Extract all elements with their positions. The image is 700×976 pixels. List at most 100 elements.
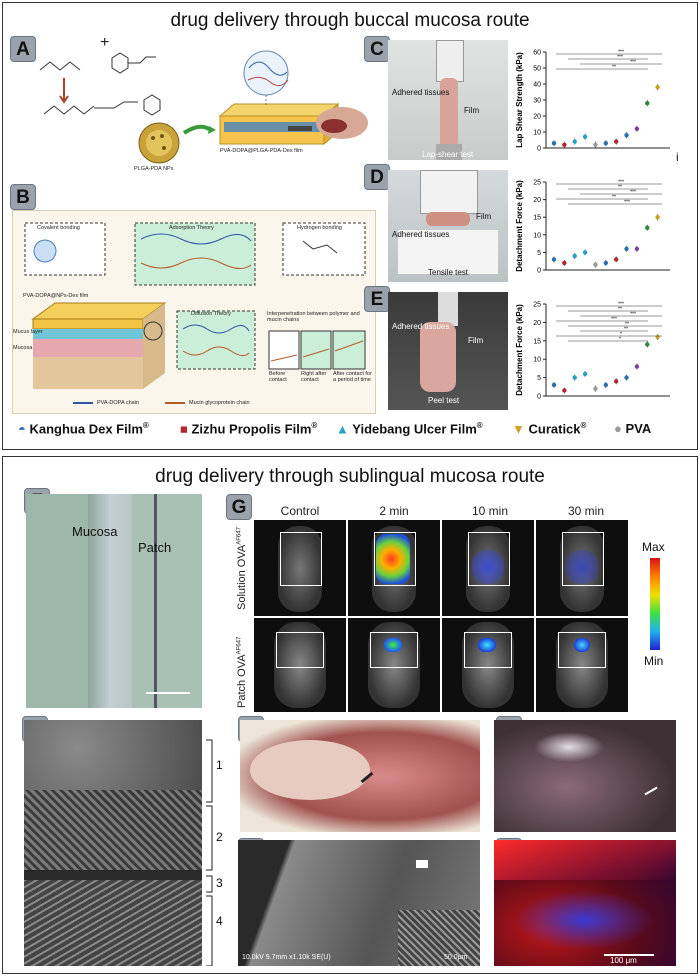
y-tick-label: 5 (537, 375, 541, 382)
bottom-title: drug delivery through sublingual mucosa … (155, 466, 545, 487)
y-tick-label: 50 (533, 66, 541, 73)
significance-label: *** (617, 55, 623, 61)
significance-label: * (620, 332, 622, 338)
significance-label: ** (612, 65, 616, 71)
data-point (613, 379, 619, 384)
legend-curatick: ▼ Curatick® (512, 421, 587, 437)
data-point (551, 141, 557, 146)
y-tick-label: 30 (533, 98, 541, 105)
significance-label: ** (618, 307, 622, 313)
sublingual-photo (240, 720, 480, 832)
significance-label: ** (618, 185, 622, 191)
data-point (562, 388, 567, 393)
data-point (634, 364, 640, 369)
interpenetration-label: Interpenetration between polymer and muc… (267, 311, 360, 323)
diffusion-label: Diffusion Theory (191, 311, 231, 317)
data-point (613, 257, 619, 262)
layer-brackets (206, 739, 213, 966)
significance-label: *** (618, 180, 624, 186)
significance-label: ** (612, 195, 616, 201)
data-point (624, 375, 629, 380)
y-tick-label: 25 (533, 302, 541, 309)
significance-label: *** (630, 60, 636, 66)
adhered-tissues-label-c: Adhered tissues (392, 88, 450, 97)
panel-label-a: A (10, 36, 36, 62)
mouse-solution-control (254, 520, 346, 616)
tensile-photo: Adhered tissues Film Tensile test (388, 170, 508, 282)
mucus-label: Mucus layer (13, 329, 43, 335)
data-point (572, 139, 577, 144)
col-2min: 2 min (379, 504, 409, 518)
data-point (582, 134, 588, 139)
y-tick-label: 15 (533, 338, 541, 345)
data-point (603, 382, 609, 388)
mouse-patch-30min (536, 618, 628, 712)
sem-cross-section (24, 720, 202, 966)
data-point (613, 139, 619, 144)
mouse-solution-2min (348, 520, 440, 616)
significance-label: *** (630, 190, 636, 196)
data-point (634, 246, 640, 252)
panel-b: Covalent bonding Adsorption Theory Hydro… (12, 210, 376, 414)
panel-label-d: D (364, 164, 390, 190)
legend-kanghua: ◓ Kanghua Dex Film® (18, 421, 149, 437)
y-axis-label: Lap Shear Strength (kPa) (515, 52, 524, 148)
pva-chain-legend: PVA-DOPA chain (97, 400, 139, 406)
y-tick-label: 0 (537, 268, 541, 275)
y-tick-label: 10 (533, 357, 541, 364)
bottom-section-frame (2, 456, 698, 974)
y-tick-label: 60 (533, 50, 541, 57)
right-after-label: Right after contact (301, 371, 327, 383)
after-period-label: After contact for a period of time (333, 371, 372, 383)
data-point (593, 386, 598, 391)
panel-a: + PLGA-PDA NPs PVA-DOPA@PLGA-PDA-Dex fil… (34, 38, 374, 178)
data-point (572, 253, 577, 259)
layer-4: 4 (216, 914, 223, 928)
y-tick-label: 5 (537, 250, 541, 257)
legend: ◓ Kanghua Dex Film® ■ Zizhu Propolis Fil… (18, 421, 688, 443)
data-point (551, 382, 557, 388)
sem-interface: 10.0kV 9.7mm x1.10k SE(U) 50.0μm (238, 840, 480, 966)
mucosa-label: Mucosa (13, 345, 33, 351)
data-point (572, 375, 577, 380)
significance-label: *** (618, 50, 624, 56)
row-solution: Solution OVAAF647 (236, 527, 248, 610)
y-tick-label: 0 (537, 394, 541, 401)
mouse-solution-10min (442, 520, 534, 616)
mucoadhesion-schematic (24, 222, 366, 404)
significance-label: *** (630, 312, 636, 318)
layer-3: 3 (216, 876, 223, 890)
tensile-test-label: Tensile test (428, 268, 469, 277)
y-tick-label: 20 (533, 320, 541, 327)
data-point (624, 246, 629, 252)
significance-label: *** (611, 317, 617, 323)
lap-shear-photo: Adhered tissues Film Lap-shear test (388, 40, 508, 160)
data-point (582, 371, 588, 377)
patch-label: Patch (138, 540, 172, 555)
legend-curatick-icon: ▼ (512, 421, 525, 437)
data-point (562, 260, 567, 266)
mouse-patch-2min (348, 618, 440, 712)
panel-label-b: B (10, 184, 36, 210)
col-30min: 30 min (567, 504, 605, 518)
layer-2: 2 (216, 830, 223, 844)
film-label-c: Film (464, 106, 480, 115)
y-tick-label: 0 (537, 146, 541, 153)
adsorption-label: Adsorption Theory (169, 225, 214, 231)
adhered-tissues-label-e: Adhered tissues (392, 322, 450, 331)
np-label: PLGA-PDA NPs (134, 166, 174, 172)
top-title: drug delivery through buccal mucosa rout… (170, 10, 530, 31)
adhered-tissues-label-d: Adhered tissues (392, 230, 450, 239)
legend-yidebang: ▲ Yidebang Ulcer Film® (336, 421, 483, 437)
y-tick-label: 15 (533, 215, 541, 222)
colorbar-min: Min (644, 654, 664, 668)
fluorescence-scale: 100 μm (610, 956, 637, 965)
y-tick-label: 40 (533, 82, 541, 89)
y-tick-label: 10 (533, 232, 541, 239)
plus-sign: + (100, 38, 110, 51)
significance-label: *** (618, 302, 624, 308)
data-point (645, 101, 650, 106)
hydrogen-label: Hydrogen bonding (297, 225, 342, 231)
